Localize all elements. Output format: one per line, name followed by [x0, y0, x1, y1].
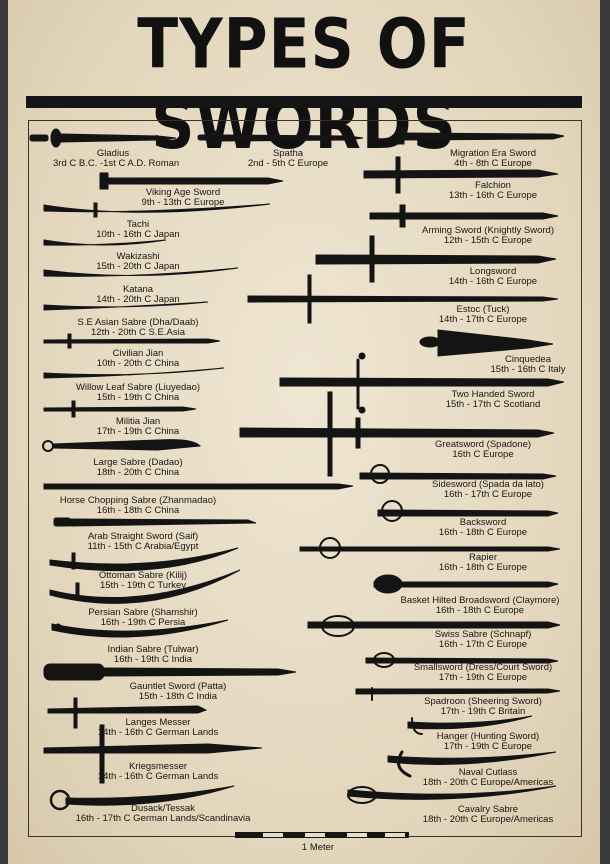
scale-label: 1 Meter — [301, 842, 335, 853]
kilij-illustration — [49, 547, 239, 572]
migration-sword-illustration — [397, 127, 565, 145]
sword-label: Willow Leaf Sabre (Liuyedao)15th - 19th … — [75, 382, 201, 403]
claymore-illustration — [373, 574, 559, 594]
saif-illustration — [53, 517, 257, 527]
langes-messer-illustration — [47, 697, 208, 729]
poster: TYPES OF SWORDS — [8, 0, 600, 864]
smallsword-illustration — [365, 652, 559, 668]
dadao-illustration — [42, 439, 202, 452]
schnapf-illustration — [307, 615, 561, 637]
cavalry-sabre-illustration — [347, 785, 557, 804]
tachi-illustration — [43, 202, 271, 218]
sword-label: Arming Sword (Knightly Sword)12th - 15th… — [422, 225, 554, 246]
falchion-illustration — [363, 156, 559, 194]
sword-label: Spadroon (Sheering Sword)17th - 19th C B… — [424, 696, 542, 717]
wakizashi-illustration — [43, 239, 167, 246]
militia-jian-illustration — [43, 400, 197, 418]
sword-label: Greatsword (Spadone)16th C Europe — [434, 439, 532, 460]
katana-illustration — [43, 267, 239, 277]
hanger-illustration — [407, 715, 533, 735]
shamshir-illustration — [49, 569, 241, 604]
liuyedao-illustration — [43, 367, 225, 379]
zhanmadao-illustration — [43, 483, 354, 490]
longsword-illustration — [315, 235, 557, 283]
cinquedea-illustration — [419, 329, 554, 357]
tulwar-illustration — [51, 619, 229, 638]
sword-label: Basket Hilted Broadsword (Claymore)16th … — [400, 595, 560, 616]
dha-illustration — [43, 301, 209, 311]
sword-label: Hanger (Hunting Sword)17th - 19th C Euro… — [436, 731, 540, 752]
scale-bar — [235, 832, 409, 838]
naval-cutlass-illustration — [387, 750, 557, 778]
two-handed-sword-illustration — [279, 352, 565, 414]
backsword-illustration — [377, 500, 559, 522]
sword-label: Swiss Sabre (Schnapf)16th - 17th C Europ… — [434, 629, 532, 650]
sword-label: Arab Straight Sword (Saif)11th - 15th C … — [87, 531, 199, 552]
sword-label: Ottoman Sabre (Kilij)15th - 19th C Turke… — [98, 570, 188, 591]
sword-label: Persian Sabre (Shamshir)16th - 19th C Pe… — [88, 607, 198, 628]
spadroon-illustration — [355, 687, 561, 701]
sword-illustrations — [29, 127, 565, 811]
sword-label: Horse Chopping Sabre (Zhanmadao)16th - 1… — [59, 495, 217, 516]
sword-label: S.E Asian Sabre (Dha/Daab)12th - 20th C … — [77, 317, 199, 338]
arming-sword-illustration — [369, 204, 559, 228]
viking-sword-illustration — [99, 172, 284, 190]
sword-label: Indian Sabre (Tulwar)16th - 19th C India — [107, 644, 199, 665]
dusack-illustration — [49, 785, 235, 811]
sword-label: Smallsword (Dress/Court Sword)17th - 19t… — [413, 662, 553, 683]
rapier-illustration — [299, 537, 561, 559]
title-divider — [26, 96, 582, 108]
kriegsmesser-illustration — [43, 724, 263, 784]
civilian-jian-illustration — [43, 333, 221, 349]
sidesword-illustration — [359, 464, 557, 484]
estoc-illustration — [247, 274, 559, 324]
spatha-illustration — [197, 130, 364, 146]
sword-label: Gauntlet Sword (Patta)15th - 18th C Indi… — [129, 681, 227, 702]
sword-label: Estoc (Tuck)14th - 17th C Europe — [438, 304, 528, 325]
gladius-illustration — [29, 128, 177, 148]
sword-label: Sidesword (Spada da lato)16th - 17th C E… — [432, 479, 544, 500]
sword-label: Large Sabre (Dadao)18th - 20th C China — [93, 457, 183, 478]
patta-illustration — [43, 663, 297, 681]
greatsword-illustration — [239, 391, 555, 477]
